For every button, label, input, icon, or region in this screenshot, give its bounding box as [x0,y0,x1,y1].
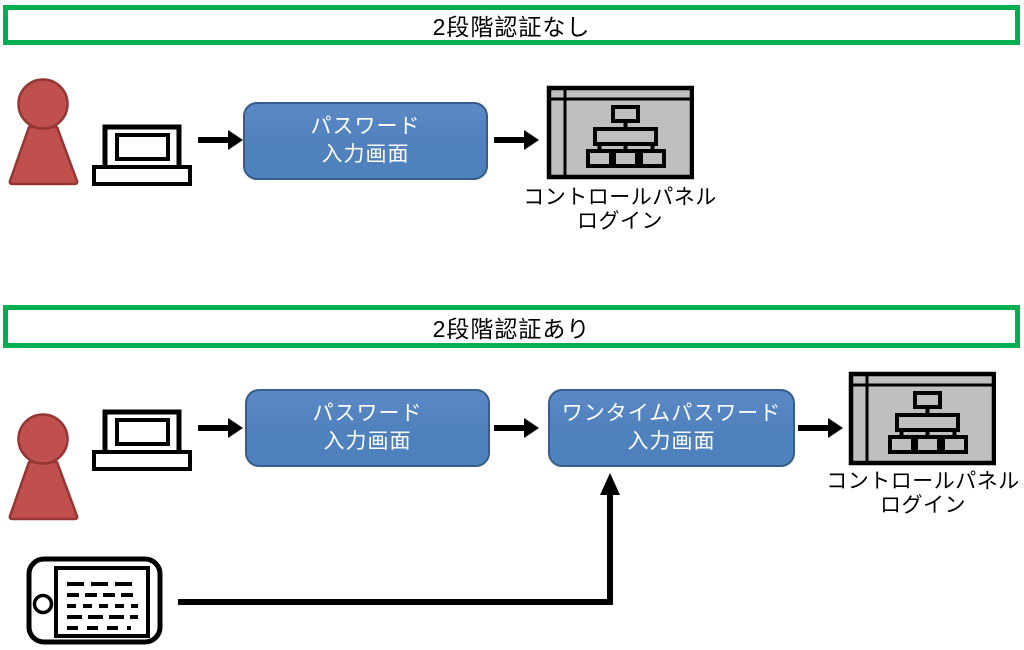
section-title-text: 2段階認証あり [432,315,591,342]
control-panel-caption-line2: ログイン [880,494,966,518]
control-panel-icon [848,371,996,466]
right-arrow-icon [798,418,843,438]
right-arrow-icon [494,418,539,438]
tablet-icon [26,556,163,645]
password-screen-line2: 入力画面 [321,143,410,166]
right-arrow-icon [494,130,539,150]
computer-icon [92,409,192,471]
person-icon [8,413,79,521]
control-panel-caption: コントロールパネル ログイン [515,186,725,234]
section-title-text: 2段階認証なし [432,14,591,40]
section-title-no-2fa: 2段階認証なし [3,5,1020,45]
elbow-arrow-connector [178,473,620,605]
control-panel-caption: コントロールパネル ログイン [818,470,1024,518]
otp-screen-box: ワンタイムパスワード 入力画面 [548,389,795,467]
control-panel-caption-line2: ログイン [577,210,663,234]
control-panel-icon [546,85,694,180]
computer-icon [92,124,192,186]
right-arrow-icon [198,418,243,438]
password-screen-line1: パスワード [310,114,421,138]
password-screen-line1: パスワード [312,401,423,425]
right-arrow-icon [198,130,243,150]
password-screen-box: パスワード 入力画面 [245,389,490,467]
control-panel-caption-line1: コントロールパネル [523,186,717,209]
otp-screen-line2: 入力画面 [627,430,716,453]
password-screen-line2: 入力画面 [323,430,412,453]
otp-screen-line1: ワンタイムパスワード [561,401,782,425]
control-panel-caption-line1: コントロールパネル [826,470,1020,493]
person-icon [8,78,79,186]
section-title-with-2fa: 2段階認証あり [3,305,1020,348]
password-screen-box: パスワード 入力画面 [243,102,488,180]
